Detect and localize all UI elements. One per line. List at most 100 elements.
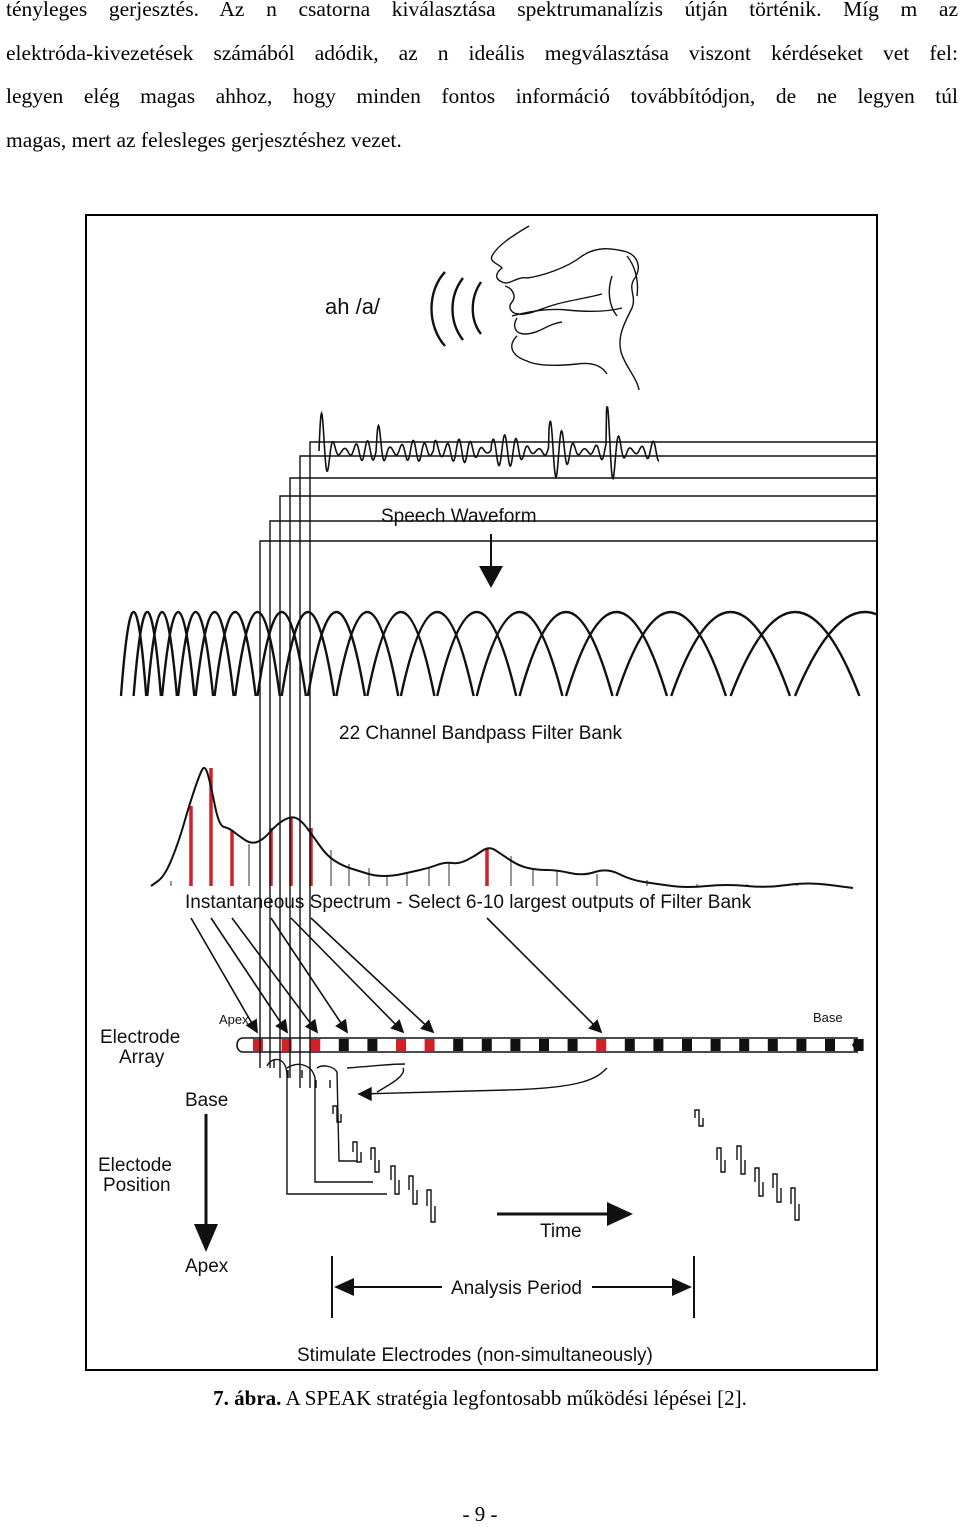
electrode [682, 1039, 692, 1051]
selection-arrow [290, 917, 404, 1033]
base-left-label: Base [185, 1090, 228, 1111]
electrode [567, 1039, 578, 1051]
filter-channel-arch [564, 611, 669, 697]
body-paragraph: tényleges gerjesztés. Az n csatorna kivá… [6, 0, 958, 162]
electrode [453, 1039, 464, 1051]
selection-arrow [210, 917, 288, 1033]
time-arrow [497, 1202, 633, 1226]
filter-channel-arch [160, 610, 196, 697]
routing-line [309, 441, 876, 1088]
selected-electrode [253, 1039, 263, 1051]
electrode-array-label-line2: Array [119, 1047, 165, 1068]
biphasic-pulse [426, 1189, 436, 1223]
filter-channel-arch [213, 610, 257, 697]
selection-arrow [486, 917, 602, 1033]
biphasic-pulse [332, 1105, 342, 1123]
electrode [853, 1039, 864, 1051]
selection-arrows [190, 917, 603, 1034]
electrode [510, 1039, 521, 1051]
analysis-period-bracket [331, 1256, 695, 1318]
biphasic-pulse [754, 1167, 764, 1197]
biphasic-pulse [736, 1145, 746, 1175]
routing-arrowhead [357, 1086, 372, 1102]
selected-electrode [310, 1039, 321, 1051]
paragraph-line: elektróda-kivezetések számából adódik, a… [6, 40, 958, 65]
biphasic-pulse [408, 1175, 418, 1205]
electrode [739, 1039, 750, 1051]
apex-left-label: Apex [185, 1256, 229, 1277]
filter-channel-arch [399, 610, 475, 697]
stimulation-pulses-period-2 [694, 1109, 800, 1221]
selection-arrowhead [390, 1019, 405, 1034]
filter-channel-arch [146, 610, 179, 697]
selection-arrow [231, 917, 318, 1033]
filter-channel-arch [194, 610, 235, 697]
speech-waveform-label: Speech Waveform [381, 506, 537, 527]
spectrum-channel-bars [170, 768, 798, 886]
sound-waves-icon [430, 271, 483, 347]
selection-arrowhead [245, 1018, 258, 1034]
filter-channel-arch [729, 611, 861, 697]
selection-arrowhead [588, 1019, 603, 1034]
apex-top-label: Apex [219, 1012, 249, 1027]
selected-electrode [424, 1039, 435, 1051]
selection-arrow [270, 917, 348, 1033]
filter-channel-arch [475, 611, 564, 697]
filter-bank-label: 22 Channel Bandpass Filter Bank [339, 723, 623, 744]
selection-arrowhead [420, 1019, 435, 1034]
filter-channel-arch [234, 610, 281, 697]
routing-curve [376, 1067, 405, 1093]
biphasic-pulse [370, 1147, 380, 1173]
selected-electrode [281, 1039, 292, 1051]
routing-curve [266, 1058, 387, 1195]
routing-line [269, 520, 876, 1068]
page-number: - 9 - [462, 1502, 498, 1526]
stimulation-pulses-period-1 [332, 1105, 436, 1223]
electrode [539, 1039, 549, 1051]
figure-caption: 7. ábra. A SPEAK stratégia legfontosabb … [0, 1386, 960, 1411]
selection-arrowhead [275, 1018, 289, 1034]
paragraph-line: legyen elég magas ahhoz, hogy minden fon… [6, 84, 958, 108]
filter-channel-arch [793, 610, 876, 697]
selection-arrowhead [304, 1018, 319, 1034]
electrode [653, 1039, 664, 1051]
filter-channel-arch [366, 610, 436, 697]
electrode [624, 1039, 635, 1051]
routing-line [299, 455, 876, 1088]
routing-curve [358, 1067, 608, 1095]
filter-channel-arch [132, 610, 163, 697]
electrode [710, 1039, 721, 1051]
biphasic-pulse [694, 1109, 704, 1127]
biphasic-pulse [352, 1141, 362, 1163]
caption-label: 7. ábra. [213, 1386, 282, 1410]
biphasic-pulse [772, 1173, 782, 1203]
vowel-label: ah /a/ [325, 294, 381, 319]
filter-channel-arch [306, 610, 367, 697]
electrode-position-arrow [194, 1114, 218, 1252]
filter-channel-arch [335, 610, 400, 697]
selection-arrow [310, 917, 434, 1033]
head-profile-icon [490, 225, 640, 391]
instantaneous-spectrum-curve [150, 766, 854, 889]
routing-line [289, 477, 876, 1078]
biphasic-pulse [790, 1187, 800, 1221]
routing-curve [316, 1065, 357, 1162]
stimulate-label: Stimulate Electrodes (non-simultaneously… [297, 1345, 653, 1366]
biphasic-pulse [390, 1165, 400, 1195]
routing-line [259, 540, 876, 1068]
time-label: Time [540, 1221, 582, 1242]
filter-channel-arch [177, 610, 215, 697]
routing-line [279, 495, 876, 1078]
filter-channel-arch [615, 611, 728, 697]
routing-curve [286, 1063, 373, 1183]
electrode [367, 1039, 378, 1051]
bandpass-filter-bank [119, 610, 876, 697]
electrode [767, 1039, 778, 1051]
electrode-array [236, 1037, 864, 1053]
selected-electrode [396, 1039, 406, 1051]
filter-channel-arch [436, 611, 518, 697]
electrode [796, 1039, 807, 1051]
biphasic-pulse [716, 1147, 726, 1173]
electrode-position-label-line1: Electode [98, 1155, 172, 1176]
selection-arrow [190, 917, 258, 1033]
